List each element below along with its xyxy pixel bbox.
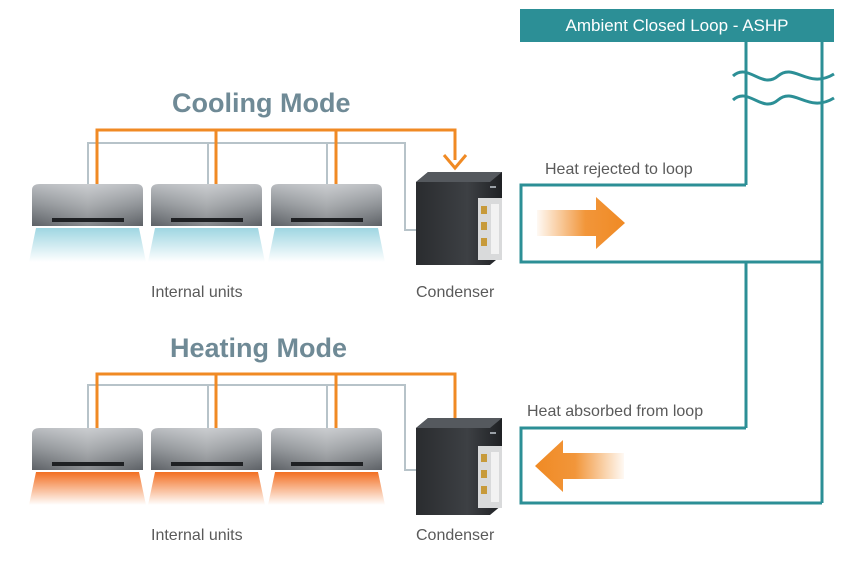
cooling-condenser-label: Condenser: [416, 284, 495, 301]
heat-absorbed-label: Heat absorbed from loop: [527, 403, 704, 420]
loop-header-title: Ambient Closed Loop - ASHP: [565, 15, 789, 35]
cooling-section: [29, 128, 502, 265]
cooling-internal-units-label: Internal units: [151, 284, 243, 301]
heating-indoor-unit-2: [148, 428, 265, 505]
heating-section: [29, 372, 502, 515]
arrow-right-icon: [537, 197, 625, 249]
cooling-pipe-arrowhead: [442, 154, 468, 171]
heating-condenser: [416, 418, 502, 515]
heating-mode-title: Heating Mode: [170, 333, 348, 363]
closed-loop: [519, 42, 824, 505]
heat-rejected-label: Heat rejected to loop: [545, 161, 693, 178]
cooling-mode-title: Cooling Mode: [172, 88, 351, 118]
heating-internal-units-label: Internal units: [151, 527, 243, 544]
heating-indoor-unit-1: [29, 428, 146, 505]
heating-indoor-unit-3: [268, 428, 385, 505]
cooling-grey-pipes: [87, 142, 416, 231]
wave-icon: [731, 70, 835, 106]
heating-orange-pipes: [95, 372, 457, 428]
cooling-condenser: [416, 172, 502, 265]
cooling-indoor-unit-2: [148, 184, 265, 262]
heating-condenser-label: Condenser: [416, 527, 495, 544]
cooling-indoor-unit-3: [268, 184, 385, 262]
cooling-indoor-unit-1: [29, 184, 146, 262]
heating-grey-pipes: [87, 384, 416, 471]
cooling-orange-pipes: [95, 128, 457, 185]
arrow-left-icon: [535, 440, 624, 492]
loop-header: Ambient Closed Loop - ASHP: [520, 9, 834, 42]
